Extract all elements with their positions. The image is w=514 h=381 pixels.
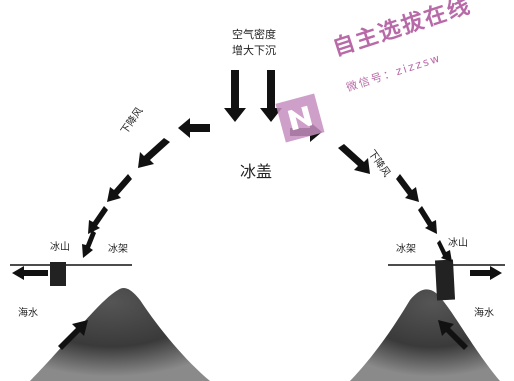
- air-density-label-line2: 增大下沉: [232, 44, 276, 57]
- left-ice-shelf-label: 冰架: [108, 244, 128, 255]
- left-seawater-label: 海水: [18, 308, 38, 319]
- outflow-arrows: [12, 266, 502, 280]
- right-seawater-label: 海水: [474, 308, 494, 319]
- right-downwind-arrows: [290, 122, 452, 262]
- left-land-mound: [30, 288, 210, 381]
- left-downwind-arrows: [82, 118, 210, 258]
- right-ice-shelf-label: 冰架: [396, 244, 416, 255]
- right-land-mound: [350, 289, 500, 381]
- sinking-air-arrows: [224, 70, 282, 122]
- ice-cap-label: 冰盖: [240, 162, 273, 181]
- left-iceberg: [50, 262, 66, 286]
- left-iceberg-label: 冰山: [50, 242, 70, 253]
- air-density-label-line1: 空气密度: [232, 28, 276, 41]
- watermark-logo: [275, 93, 325, 143]
- right-iceberg: [434, 259, 456, 301]
- right-iceberg-label: 冰山: [448, 238, 468, 249]
- seawater-inflow-arrows: [58, 320, 468, 350]
